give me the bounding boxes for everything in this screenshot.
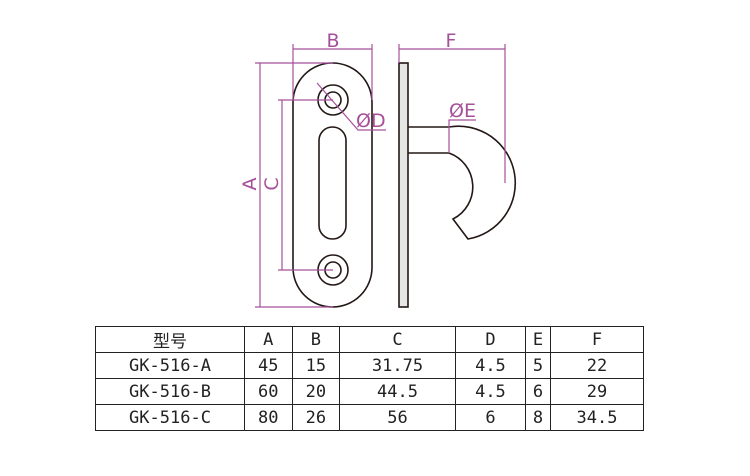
table-cell: 6 <box>454 404 527 431</box>
table-cell: 15 <box>291 352 341 379</box>
table-cell: 6 <box>525 378 551 405</box>
table-cell: 56 <box>339 404 456 431</box>
table-cell: 44.5 <box>339 378 456 405</box>
table-cell: GK-516-A <box>95 352 245 379</box>
table-cell: 34.5 <box>550 404 644 431</box>
table-cell: GK-516-C <box>95 404 245 431</box>
table-cell: 8 <box>525 404 551 431</box>
header-cell: B <box>291 326 341 353</box>
dimension-A: A <box>239 62 333 308</box>
header-cell: 型号 <box>95 326 245 353</box>
dimension-C: C <box>261 99 333 271</box>
label-B: B <box>326 30 339 52</box>
table-cell: 5 <box>525 352 551 379</box>
table-cell: 22 <box>550 352 644 379</box>
table-cell: 31.75 <box>339 352 456 379</box>
table-cell: 4.5 <box>454 378 527 405</box>
table-cell: 26 <box>291 404 341 431</box>
header-cell: D <box>454 326 527 353</box>
header-cell: C <box>339 326 456 353</box>
dimension-F: F <box>398 30 506 183</box>
table-cell: 29 <box>550 378 644 405</box>
spec-table: 型号 A B C D E F GK-516-A 45 15 31.75 4.5 … <box>95 326 644 431</box>
table-cell: 80 <box>244 404 293 431</box>
table-row: GK-516-A 45 15 31.75 4.5 5 22 <box>95 352 644 379</box>
table-row: GK-516-C 80 26 56 6 8 34.5 <box>95 404 644 431</box>
side-plate <box>398 62 409 308</box>
label-A: A <box>239 178 261 191</box>
table-cell: 20 <box>291 378 341 405</box>
center-slot <box>318 126 347 240</box>
dimension-B: B <box>292 30 373 100</box>
header-cell: F <box>550 326 644 353</box>
header-cell: A <box>244 326 293 353</box>
label-F: F <box>446 30 457 52</box>
hook-profile <box>408 125 517 240</box>
table-row: GK-516-B 60 20 44.5 4.5 6 29 <box>95 378 644 405</box>
label-D: ØD <box>356 110 386 132</box>
dimension-E: ØE <box>448 100 476 153</box>
table-cell: 60 <box>244 378 293 405</box>
table-cell: 4.5 <box>454 352 527 379</box>
table-cell: 45 <box>244 352 293 379</box>
label-C: C <box>261 177 283 190</box>
label-E: ØE <box>449 100 476 122</box>
dimension-D: ØD <box>316 82 386 132</box>
table-header-row: 型号 A B C D E F <box>95 326 644 353</box>
table-cell: GK-516-B <box>95 378 245 405</box>
header-cell: E <box>525 326 551 353</box>
